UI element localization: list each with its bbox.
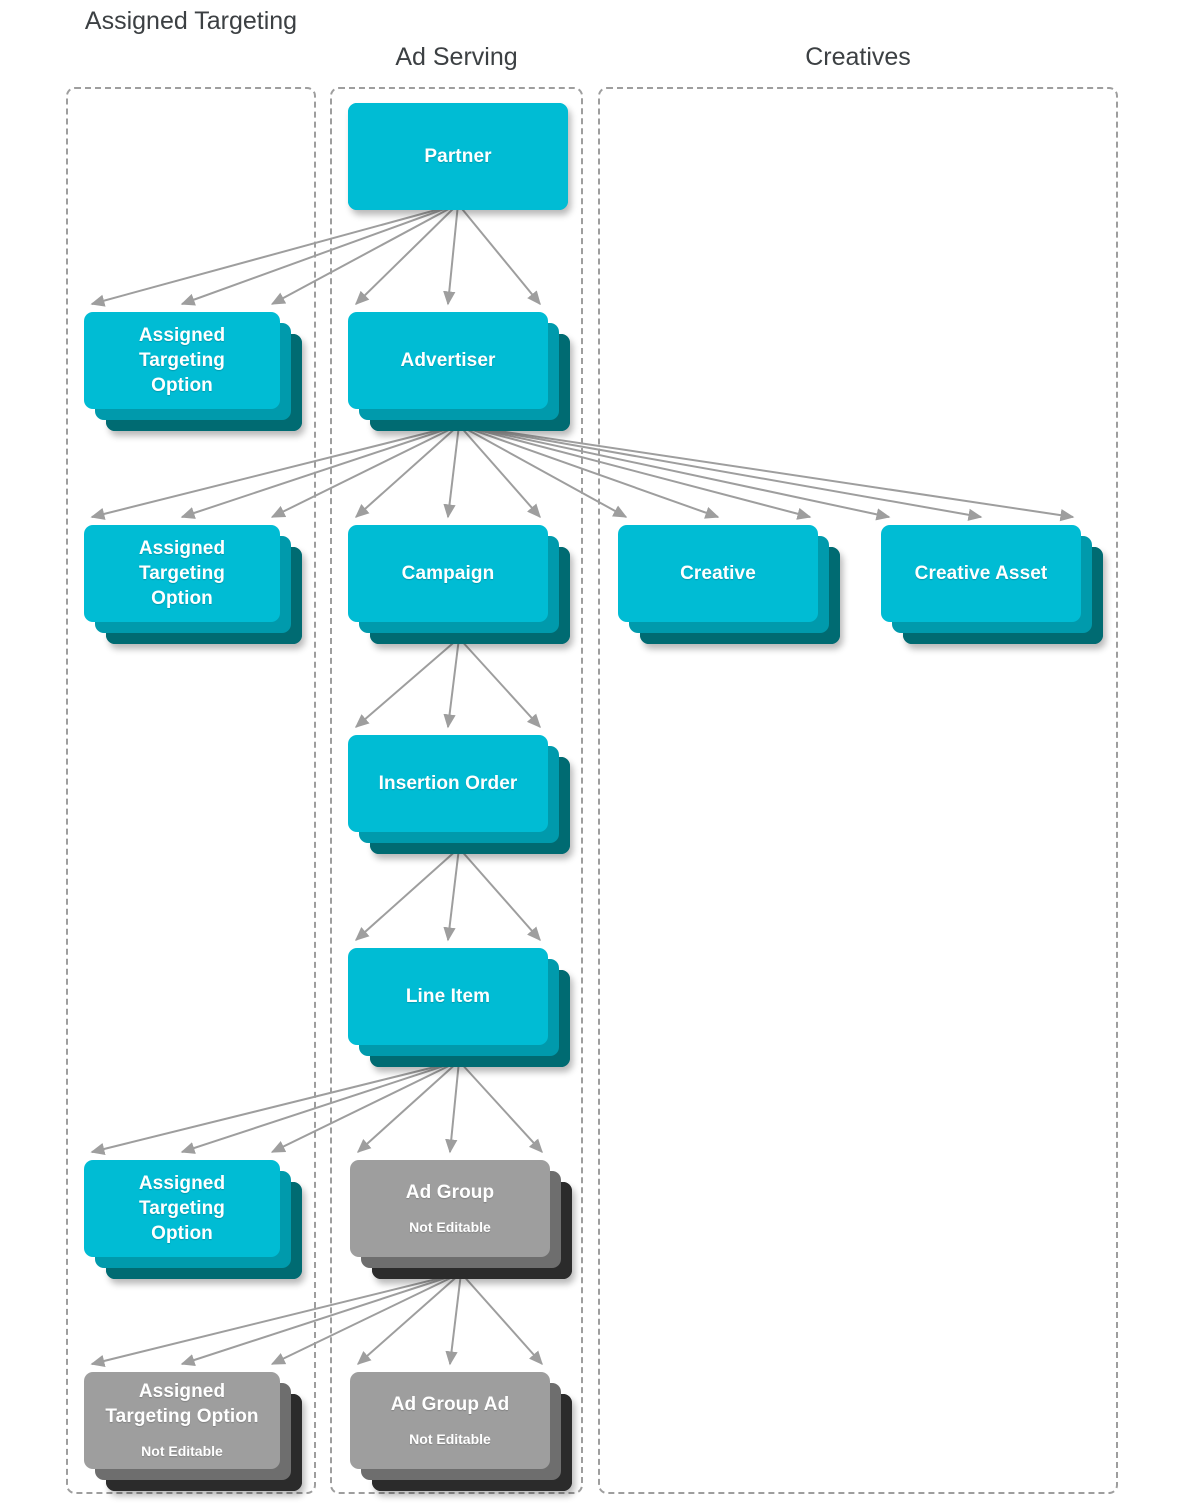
node-title: Insertion Order xyxy=(378,773,518,794)
node-title: Line Item xyxy=(405,986,491,1007)
card-creative-asset[interactable]: Creative Asset xyxy=(881,525,1081,622)
edge-ad-group-to-ato-adgroup xyxy=(90,1272,462,1367)
column-header-assigned-targeting: Assigned Targeting xyxy=(84,7,298,35)
edge-insertion-order-to-line-item xyxy=(443,847,460,942)
edge-advertiser-to-creative-asset xyxy=(458,424,891,521)
card-line-item[interactable]: Line Item xyxy=(348,948,548,1045)
group-container-ad-serving xyxy=(330,87,583,1494)
edge-advertiser-to-creative-asset xyxy=(458,424,983,521)
edge-partner-to-advertiser xyxy=(355,203,459,305)
edge-advertiser-to-ato-advertiser xyxy=(90,424,460,520)
edge-line-item-to-ad-group xyxy=(445,1060,460,1154)
edge-line-item-to-ato-lineitem xyxy=(180,1060,460,1154)
node-title-line: Targeting xyxy=(138,563,226,584)
edge-advertiser-to-creative-asset xyxy=(458,424,1075,522)
edge-advertiser-to-creative xyxy=(458,424,720,519)
edge-ad-group-to-ad-group-ad xyxy=(460,1272,543,1366)
edge-partner-to-ato-partner xyxy=(180,203,459,306)
edge-line-item-to-ad-group xyxy=(356,1060,460,1153)
node-title-line: Option xyxy=(151,1223,213,1244)
column-header-creatives: Creatives xyxy=(805,43,911,71)
edge-ad-group-to-ato-adgroup xyxy=(180,1272,462,1366)
node-title: Partner xyxy=(424,146,492,167)
node-title-line: Assigned xyxy=(138,325,226,346)
edge-partner-to-advertiser xyxy=(443,203,459,306)
node-subtitle-not-editable: Not Editable xyxy=(409,1430,491,1447)
edge-campaign-to-insertion-order xyxy=(458,637,541,729)
node-title: Ad Group Ad xyxy=(390,1393,510,1415)
edge-advertiser-to-campaign xyxy=(458,424,541,519)
card-insertion-order[interactable]: Insertion Order xyxy=(348,735,548,832)
node-title-line: Targeting Option xyxy=(105,1406,259,1427)
column-header-ad-serving: Ad Serving xyxy=(395,43,518,71)
group-container-assigned-targeting xyxy=(66,87,316,1494)
card-partner[interactable]: Partner xyxy=(348,103,568,210)
card-campaign[interactable]: Campaign xyxy=(348,525,548,622)
node-title: Creative Asset xyxy=(914,563,1048,584)
edge-partner-to-ato-partner xyxy=(270,203,459,305)
node-title-line: Assigned xyxy=(138,1173,226,1194)
node-title: Ad Group xyxy=(405,1181,495,1203)
edge-line-item-to-ato-lineitem xyxy=(90,1060,460,1155)
node-title: Creative xyxy=(680,563,756,584)
edge-campaign-to-insertion-order xyxy=(354,637,460,728)
node-title: Campaign xyxy=(401,563,495,584)
node-ad-group-ad[interactable]: Ad Group Ad Not Editable xyxy=(350,1372,572,1491)
node-title-line: Targeting xyxy=(138,1198,226,1219)
node-advertiser[interactable]: Advertiser xyxy=(348,312,570,431)
node-title-line: Option xyxy=(151,588,213,609)
edge-line-item-to-ato-lineitem xyxy=(270,1060,460,1153)
node-partner[interactable]: Partner xyxy=(348,103,568,210)
edge-insertion-order-to-line-item xyxy=(458,847,541,942)
group-container-creatives xyxy=(598,87,1118,1494)
node-title: Advertiser xyxy=(400,350,496,371)
node-insertion-order[interactable]: Insertion Order xyxy=(348,735,570,854)
edge-advertiser-to-campaign xyxy=(443,424,460,519)
card-ad-group-ad[interactable]: Ad Group Ad Not Editable xyxy=(350,1372,550,1469)
edge-partner-to-ato-partner xyxy=(90,203,459,307)
edge-line-item-to-ad-group xyxy=(458,1060,543,1154)
node-subtitle-not-editable: Not Editable xyxy=(141,1443,223,1459)
node-title-line: Option xyxy=(151,375,213,396)
edge-partner-to-advertiser xyxy=(457,203,541,306)
node-line-item[interactable]: Line Item xyxy=(348,948,570,1067)
edge-advertiser-to-ato-advertiser xyxy=(270,424,460,518)
card-creative[interactable]: Creative xyxy=(618,525,818,622)
edge-campaign-to-insertion-order xyxy=(443,637,460,729)
node-title-line: Assigned xyxy=(138,538,226,559)
edge-ad-group-to-ad-group-ad xyxy=(356,1272,462,1365)
node-creative-asset[interactable]: Creative Asset xyxy=(881,525,1103,644)
card-advertiser[interactable]: Advertiser xyxy=(348,312,548,409)
node-title-line: Assigned xyxy=(138,1381,226,1402)
edge-advertiser-to-creative xyxy=(458,424,812,520)
edge-advertiser-to-campaign xyxy=(354,424,460,518)
node-creative[interactable]: Creative xyxy=(618,525,840,644)
node-campaign[interactable]: Campaign xyxy=(348,525,570,644)
edge-advertiser-to-ato-advertiser xyxy=(180,424,460,519)
node-title-line: Targeting xyxy=(138,350,226,371)
edge-insertion-order-to-line-item xyxy=(354,847,460,941)
edge-ad-group-to-ad-group-ad xyxy=(445,1272,462,1366)
node-subtitle-not-editable: Not Editable xyxy=(409,1218,491,1235)
edge-ad-group-to-ato-adgroup xyxy=(270,1272,462,1365)
